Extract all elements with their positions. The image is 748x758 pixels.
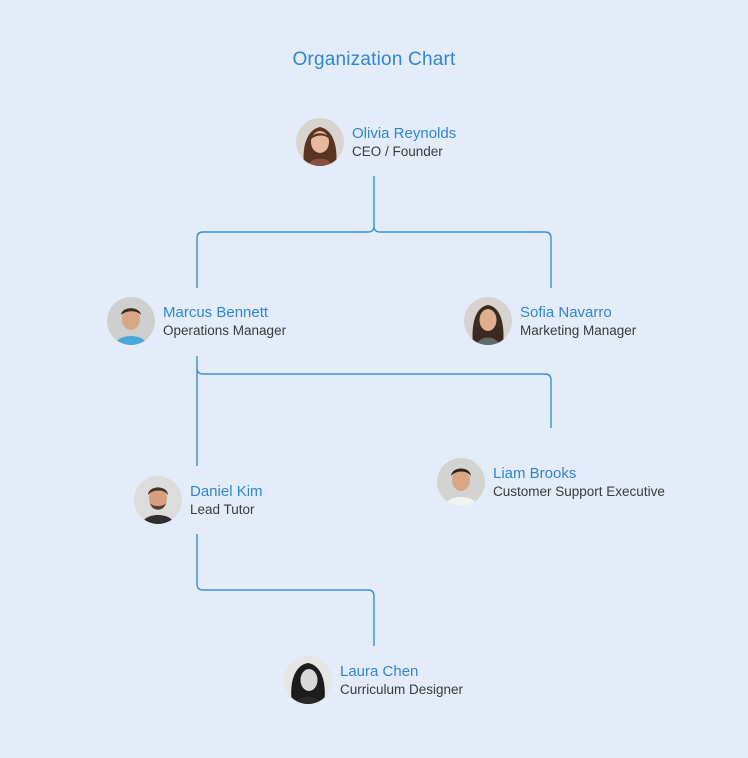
person-name: Laura Chen bbox=[340, 662, 419, 680]
person-name: Daniel Kim bbox=[190, 482, 263, 500]
person-role: Curriculum Designer bbox=[340, 681, 464, 697]
person-node-olivia-reynolds[interactable]: Olivia Reynolds CEO / Founder bbox=[296, 118, 456, 166]
person-role: CEO / Founder bbox=[352, 143, 443, 159]
person-node-laura-chen[interactable]: Laura Chen Curriculum Designer bbox=[284, 656, 463, 704]
woman-portrait-icon bbox=[284, 656, 332, 704]
person-node-marcus-bennett[interactable]: Marcus Bennett Operations Manager bbox=[107, 297, 286, 345]
man-portrait-icon bbox=[437, 458, 485, 506]
person-role: Marketing Manager bbox=[520, 322, 637, 338]
connector-olivia-to-managers bbox=[196, 176, 552, 288]
person-node-sofia-navarro[interactable]: Sofia Navarro Marketing Manager bbox=[464, 297, 636, 345]
person-node-liam-brooks[interactable]: Liam Brooks Customer Support Executive bbox=[437, 458, 665, 506]
person-name: Olivia Reynolds bbox=[352, 124, 457, 142]
person-role: Lead Tutor bbox=[190, 501, 255, 517]
person-role: Customer Support Executive bbox=[493, 483, 665, 499]
woman-portrait-icon bbox=[296, 118, 344, 166]
man-portrait-icon bbox=[134, 476, 182, 524]
person-role: Operations Manager bbox=[163, 322, 287, 338]
person-name: Marcus Bennett bbox=[163, 303, 269, 321]
person-name: Sofia Navarro bbox=[520, 303, 612, 321]
man-portrait-icon bbox=[107, 297, 155, 345]
woman-portrait-icon bbox=[464, 297, 512, 345]
person-node-daniel-kim[interactable]: Daniel Kim Lead Tutor bbox=[134, 476, 263, 524]
chart-title: Organization Chart bbox=[292, 49, 456, 70]
connector-daniel-to-laura bbox=[196, 534, 375, 646]
connector-marcus-to-reports bbox=[196, 356, 552, 466]
person-name: Liam Brooks bbox=[493, 464, 577, 482]
